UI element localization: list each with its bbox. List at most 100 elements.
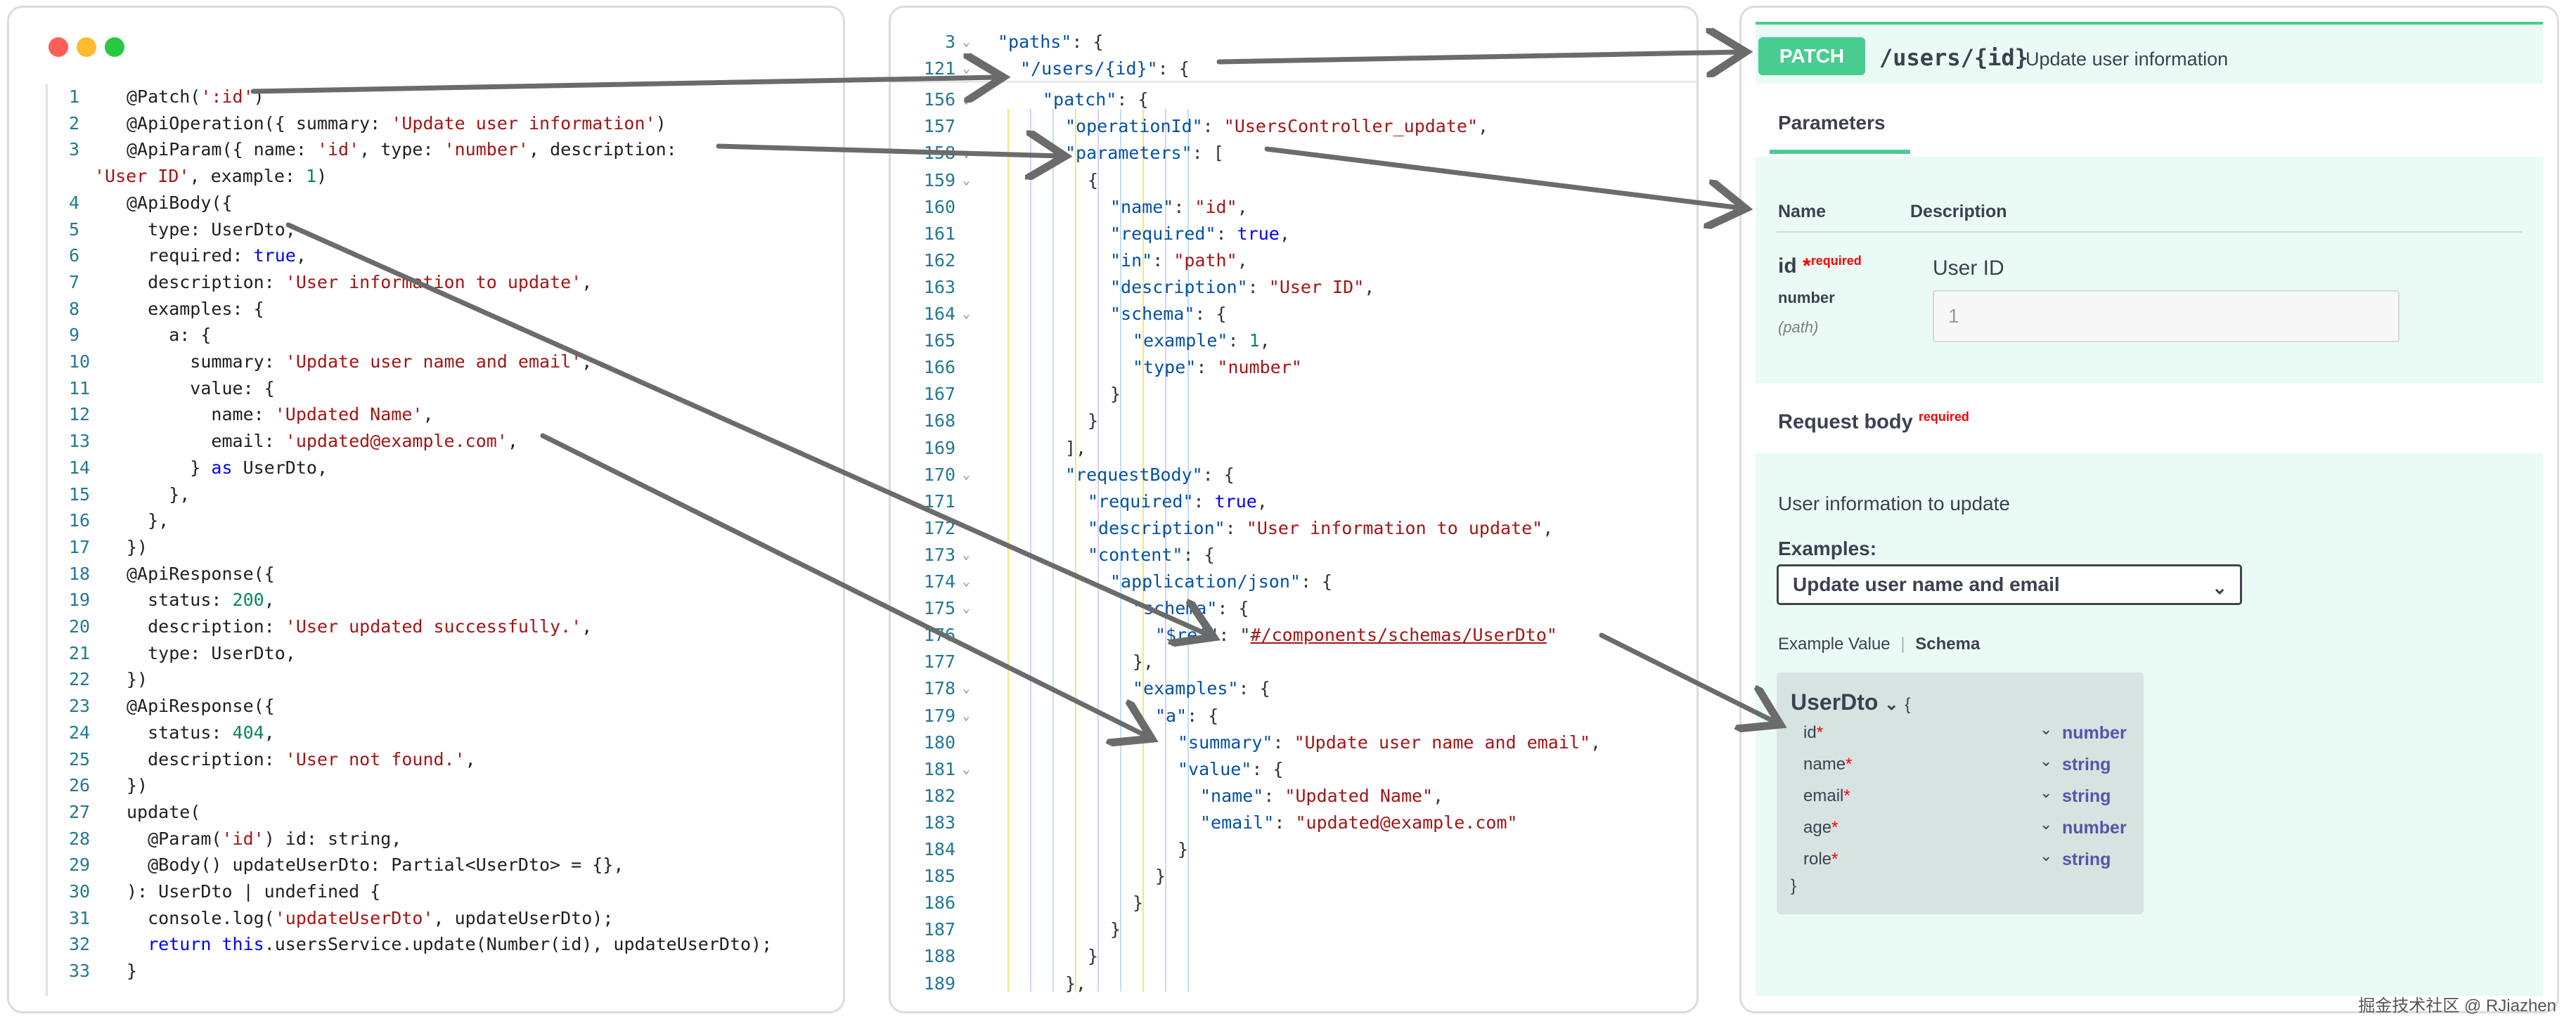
line-number: 182 (923, 785, 955, 806)
json-code-editor[interactable]: 3⌄"paths": {121⌄"/users/{id}": {156⌄"pat… (891, 8, 1696, 1011)
json-token: , (1279, 223, 1290, 244)
tab-example-value[interactable]: Example Value (1778, 635, 1891, 654)
line-number: 24 (69, 722, 91, 743)
code-token: a: { (127, 325, 212, 346)
fold-chevron-icon[interactable]: ⌄ (962, 145, 970, 161)
code-text: return this.usersService.update(Number(i… (127, 931, 772, 958)
code-token: } (127, 457, 212, 478)
code-token: 'id' (316, 139, 360, 160)
json-token: "UsersController_update" (1223, 116, 1479, 137)
id-input[interactable]: 1 (1933, 290, 2400, 342)
fold-chevron-icon[interactable]: ⌄ (962, 601, 970, 616)
chevron-down-icon[interactable]: ⌄ (2040, 784, 2053, 801)
fold-chevron-icon[interactable]: ⌄ (962, 574, 970, 589)
required-star: * (1816, 723, 1824, 742)
json-token: "examples" (1133, 678, 1239, 699)
json-token: 1 (1249, 330, 1260, 351)
code-token: 'updateUserDto' (274, 907, 434, 928)
json-token: : (1225, 517, 1247, 538)
line-number: 165 (923, 330, 955, 351)
json-token: "required" (1088, 491, 1194, 512)
property-role: role* (1803, 850, 1838, 869)
code-text: type: UserDto, (127, 216, 296, 243)
code-token: , (581, 351, 593, 372)
json-token: "operationId" (1065, 116, 1203, 137)
fold-chevron-icon[interactable]: ⌄ (962, 61, 970, 77)
code-token: , example: (189, 166, 307, 187)
chevron-down-icon[interactable]: ⌄ (2040, 847, 2053, 864)
json-token: : (1263, 785, 1285, 806)
chevron-down-icon[interactable]: ⌄ (2040, 752, 2053, 770)
json-token: "User ID" (1268, 276, 1365, 297)
json-token: : [ (1192, 143, 1224, 164)
tab-parameters[interactable]: Parameters (1778, 112, 1886, 134)
tab-schema[interactable]: Schema (1915, 635, 1981, 654)
property-name: name* (1803, 755, 1852, 774)
fold-chevron-icon[interactable]: ⌄ (962, 761, 970, 777)
json-token: : { (1194, 304, 1227, 324)
json-text: "operationId": "UsersController_update", (1065, 113, 1488, 140)
line-number: 159 (923, 169, 955, 190)
fold-chevron-icon[interactable]: ⌄ (962, 708, 970, 723)
minimize-window-button[interactable] (77, 37, 96, 57)
json-token: } (1133, 892, 1144, 914)
property-name: email (1803, 786, 1844, 805)
close-window-button[interactable] (49, 37, 68, 57)
source-code-window: 1@Patch(':id')2@ApiOperation({ summary: … (7, 6, 845, 1013)
code-token: 'Update user information' (391, 112, 656, 134)
json-token: } (1155, 866, 1166, 887)
fold-chevron-icon[interactable]: ⌄ (962, 34, 970, 49)
examples-select[interactable]: Update user name and email ⌄ (1777, 564, 2242, 605)
model-title[interactable]: UserDto ⌄ { (1791, 689, 1910, 715)
chevron-down-icon[interactable]: ⌄ (2040, 720, 2053, 738)
code-text: value: { (127, 375, 274, 402)
json-token: "a" (1155, 705, 1187, 726)
parameter-description: User ID (1933, 256, 2004, 280)
json-token: true (1214, 491, 1257, 512)
line-number: 10 (69, 351, 91, 372)
fold-chevron-icon[interactable]: ⌄ (962, 467, 970, 482)
fold-chevron-icon[interactable]: ⌄ (962, 547, 970, 562)
line-number: 9 (69, 325, 80, 346)
json-token: : { (1202, 464, 1235, 485)
line-number: 7 (69, 271, 80, 292)
json-token: "in" (1110, 249, 1153, 271)
line-number: 158 (923, 143, 955, 164)
fold-chevron-icon[interactable]: ⌄ (962, 92, 970, 108)
request-body-header: Request body required (1756, 383, 2543, 453)
json-token: : { (1251, 758, 1284, 779)
line-number: 27 (69, 801, 91, 822)
json-text: "$ref": "#/components/schemas/UserDto" (1155, 622, 1557, 649)
line-number: 1 (69, 86, 80, 107)
request-body-description: User information to update (1778, 493, 2010, 514)
line-number: 187 (923, 919, 955, 940)
maximize-window-button[interactable] (105, 37, 124, 57)
fold-chevron-icon[interactable]: ⌄ (962, 681, 970, 696)
typescript-code-editor[interactable]: 1@Patch(':id')2@ApiOperation({ summary: … (46, 84, 814, 996)
json-text: "name": "id", (1110, 194, 1248, 221)
property-type: number (2062, 818, 2127, 838)
code-token: update( (127, 801, 201, 822)
json-text: "required": true, (1110, 221, 1290, 247)
code-token: , description: (529, 139, 677, 160)
parameter-type: number (1778, 289, 1835, 306)
json-token: } (1110, 919, 1121, 940)
code-token: summary: (127, 351, 285, 372)
json-text: "schema": { (1133, 595, 1249, 622)
operation-header[interactable]: PATCH /users/{id} Update user informatio… (1756, 22, 2543, 84)
model-open-brace: { (1905, 695, 1911, 714)
chevron-down-icon[interactable]: ⌄ (2040, 815, 2053, 833)
line-number: 171 (923, 491, 955, 512)
json-text: } (1110, 916, 1121, 943)
line-number: 30 (69, 881, 91, 902)
fold-chevron-icon[interactable]: ⌄ (962, 172, 970, 188)
code-token: } (127, 961, 138, 982)
line-number: 178 (923, 678, 955, 699)
line-number: 22 (69, 669, 91, 690)
fold-chevron-icon[interactable]: ⌄ (962, 306, 970, 321)
line-number: 186 (923, 892, 955, 914)
property-id: id* (1803, 723, 1823, 743)
line-number: 5 (69, 219, 80, 240)
required-star: * (1803, 254, 1811, 278)
code-text: @Param('id') id: string, (127, 826, 401, 852)
